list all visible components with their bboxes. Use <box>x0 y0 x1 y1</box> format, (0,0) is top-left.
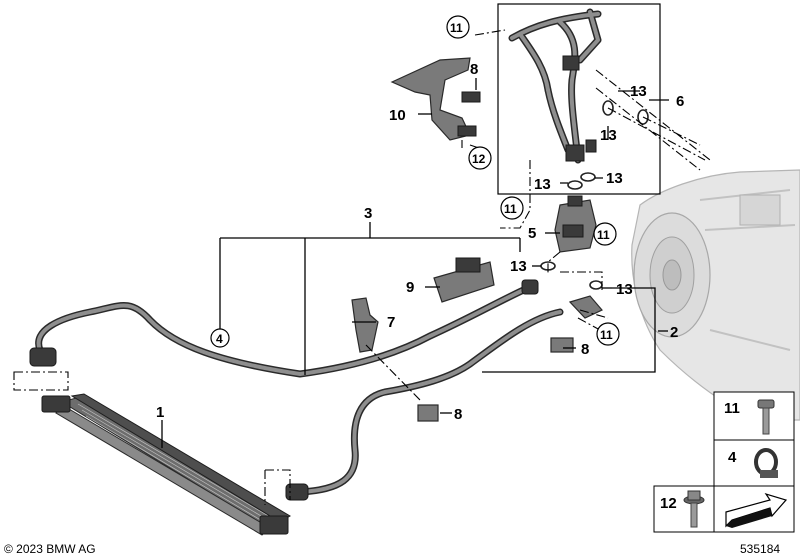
arrow-icon <box>725 492 788 528</box>
callout-8-low: 8 <box>454 406 462 423</box>
callout-8-top: 8 <box>470 61 478 78</box>
callout-2: 2 <box>670 324 678 341</box>
callout-13-e: 13 <box>510 258 527 275</box>
upper-pipe-assembly <box>508 8 602 164</box>
bracket-9 <box>433 257 495 303</box>
callout-13-f: 13 <box>616 281 633 298</box>
callout-11-top: 11 <box>450 21 463 35</box>
cooler-line-upper <box>29 279 539 378</box>
callout-5: 5 <box>528 225 536 242</box>
legend-label-11: 11 <box>724 400 740 417</box>
callout-8-mid: 8 <box>581 341 589 358</box>
callout-11-left: 11 <box>504 202 517 216</box>
callout-10: 10 <box>389 107 406 124</box>
bracket-10 <box>390 57 481 141</box>
group-brackets <box>219 222 656 375</box>
callout-13-b: 13 <box>600 127 617 144</box>
callout-13-c: 13 <box>534 176 551 193</box>
clip-8-mid <box>550 337 574 353</box>
callout-9: 9 <box>406 279 414 296</box>
hose-clip-icon <box>754 448 778 478</box>
pipe-assembly-frame <box>497 3 661 195</box>
callout-7: 7 <box>387 314 395 331</box>
callout-6: 6 <box>676 93 684 110</box>
callout-12: 12 <box>472 152 486 166</box>
callout-11-top-circle <box>446 15 470 39</box>
cooler-line-lower <box>285 308 564 501</box>
callout-11-left-circle <box>500 196 524 220</box>
copyright: © 2023 BMW AG <box>4 542 96 556</box>
callout-11-right-circle <box>593 222 617 246</box>
thermostat-valve <box>554 195 597 253</box>
bolt-icon <box>757 399 775 435</box>
oil-cooler <box>41 393 291 536</box>
callout-13-a: 13 <box>630 83 647 100</box>
legend-label-12: 12 <box>660 495 677 512</box>
callout-11-low: 11 <box>600 328 613 342</box>
line-2-fitting <box>568 295 603 319</box>
callout-1: 1 <box>156 404 164 421</box>
leader-lines <box>161 78 669 448</box>
callout-4-circle <box>210 328 230 348</box>
callout-4: 4 <box>216 332 223 346</box>
bracket-7 <box>351 297 379 353</box>
clip-8-low <box>417 404 439 422</box>
legend-panel: 11 4 12 <box>653 391 795 533</box>
callout-11-low-circle <box>596 322 620 346</box>
callout-11-right: 11 <box>597 228 610 242</box>
callout-3: 3 <box>364 205 372 222</box>
callout-13-d: 13 <box>606 170 623 187</box>
flange-bolt-icon <box>683 490 705 528</box>
transmission-housing <box>631 169 800 421</box>
callout-12-circle <box>468 146 492 170</box>
diagram-number: 535184 <box>740 542 781 556</box>
legend-label-4: 4 <box>728 449 737 466</box>
